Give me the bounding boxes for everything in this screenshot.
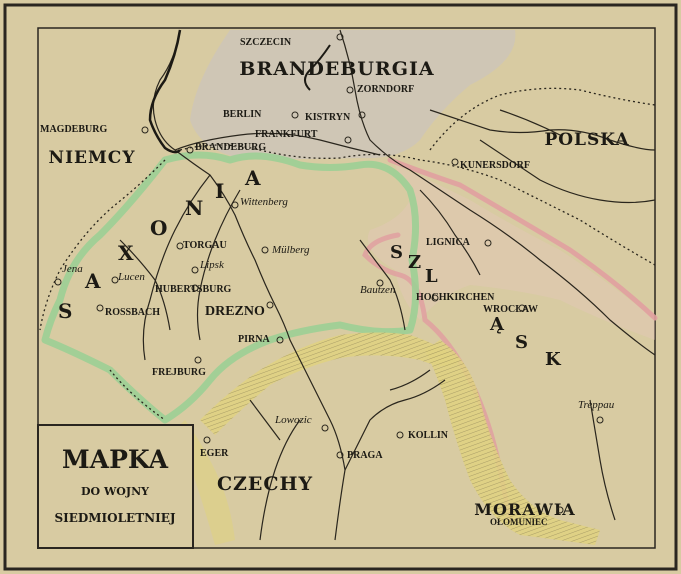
city-frankfurt: FRANKFURT — [255, 129, 318, 140]
bohemian-mountains-hatch — [425, 340, 600, 545]
silesia-region-tint — [367, 165, 655, 340]
city-wittenberg: Wittenberg — [240, 196, 288, 208]
label-niemcy: NIEMCY — [49, 148, 136, 168]
label-szlask-3: L — [425, 266, 439, 287]
city-mulberg: Mülberg — [271, 244, 310, 256]
label-saxonia-1: S — [58, 299, 73, 323]
cartouche-box — [37, 424, 194, 549]
label-szlask-4: Ą — [489, 314, 505, 335]
thick-boundary — [148, 29, 182, 154]
silesia-border — [387, 157, 658, 321]
city-wroclaw: WROCŁAW — [483, 304, 538, 315]
label-morawia: MORAWIA — [474, 500, 575, 519]
cartouche-line-3: SIEDMIOLETNIEJ — [54, 511, 175, 525]
label-saxonia-3: X — [118, 241, 135, 265]
label-polska: POLSKA — [544, 130, 629, 150]
city-magdeburg: MAGDEBURG — [40, 124, 107, 135]
dotted-border-poland — [429, 87, 656, 151]
label-saxonia-2: A — [84, 269, 102, 293]
city-kunersdorf: KUNERSDORF — [460, 160, 530, 171]
city-hochkirchen: HOCHKIRCHEN — [416, 292, 495, 303]
city-praga: PRAGA — [347, 450, 383, 461]
city-markers — [54, 33, 604, 514]
city-pirna: PIRNA — [238, 334, 270, 345]
city-lipsk: Lipsk — [199, 259, 225, 271]
city-zorndorf: ZORNDORF — [357, 84, 414, 95]
saxony-border — [41, 151, 420, 424]
label-szlask-6: K — [545, 349, 562, 370]
city-lucen: Lucen — [117, 271, 145, 283]
city-lowozic: Lowozic — [274, 414, 312, 426]
rivers — [119, 29, 656, 541]
city-lignica: LIGNICA — [426, 237, 471, 248]
city-jena: Jena — [62, 263, 83, 275]
dotted-border-north — [179, 144, 656, 266]
label-szlask-2: Z — [408, 252, 422, 273]
label-szlask-5: S — [515, 332, 529, 353]
label-saxonia-4: O — [150, 216, 168, 240]
city-olomuniec: OŁOMUNIEC — [490, 517, 548, 527]
cartouche-title: MAPKA — [62, 445, 169, 474]
label-saxonia-7: A — [244, 166, 262, 190]
thick-boundary-east — [304, 44, 331, 91]
city-frejburg: FREJBURG — [152, 367, 206, 378]
brandenburg-region-tint — [190, 30, 516, 159]
ore-mountains-hatch — [200, 332, 460, 435]
city-rossbach: ROSSBACH — [105, 307, 160, 318]
city-kistryn: KISTRYN — [305, 112, 351, 123]
outer-frame — [3, 3, 678, 571]
city-kollin: KOLLIN — [408, 430, 449, 441]
inner-frame — [37, 27, 656, 549]
label-brandenburgia: BRANDEBURGIA — [239, 58, 434, 80]
city-torgau: TORGAU — [183, 240, 227, 251]
label-czechy: CZECHY — [217, 473, 313, 495]
city-treppau: Treppau — [578, 399, 615, 411]
city-hubertsburg: HUBERTSBURG — [155, 284, 232, 295]
city-bautzen: Bautzen — [360, 284, 396, 296]
dotted-border-south — [109, 369, 166, 421]
city-eger: EGER — [200, 448, 229, 459]
label-szlask-1: S — [390, 242, 404, 263]
label-saxonia-6: I — [215, 179, 225, 203]
dotted-border-west — [39, 159, 166, 331]
cartouche-line-2: DO WOJNY — [81, 485, 149, 498]
label-saxonia-5: N — [185, 196, 204, 220]
city-szczecin: SZCZECIN — [240, 37, 292, 48]
city-drezno: DREZNO — [205, 304, 265, 319]
city-berlin: BERLIN — [223, 109, 262, 120]
city-brandeburg: BRANDEBURG — [195, 142, 266, 153]
